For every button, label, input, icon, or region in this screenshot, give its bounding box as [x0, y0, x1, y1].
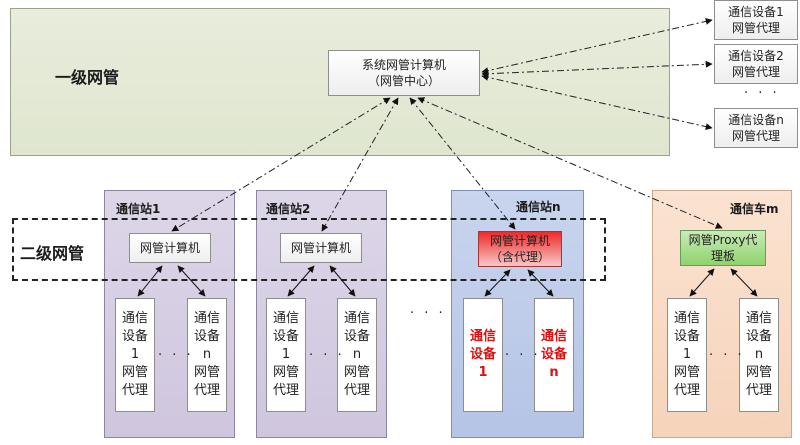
station-1-computer[interactable]: 网管计算机	[129, 233, 211, 263]
link-vm-devn	[730, 268, 758, 297]
vehicle-ellipsis: · · ·	[709, 348, 745, 363]
station-n-device-1[interactable]: 通信 设备 1	[463, 298, 503, 412]
vehicle-proxy-board[interactable]: 网管Proxy代 理板	[680, 230, 766, 266]
external-device-n-line1: 通信设备n	[728, 113, 784, 127]
external-devices-ellipsis: · · ·	[744, 86, 780, 101]
external-device-2-line2: 网管代理	[731, 65, 780, 79]
station-2-device-1[interactable]: 通信 设备 1 网管 代理	[266, 298, 306, 412]
station-2-device-n[interactable]: 通信 设备 n 网管 代理	[337, 298, 377, 412]
link-s1-devn	[177, 265, 206, 297]
external-device-1[interactable]: 通信设备1 网管代理	[714, 0, 798, 40]
link-center-external-1	[481, 17, 713, 75]
external-device-n[interactable]: 通信设备n 网管代理	[714, 108, 798, 148]
level1-label: 一级网管	[55, 68, 120, 87]
station-2-computer[interactable]: 网管计算机	[280, 233, 362, 263]
vehicle-proxy-line2: 理板	[710, 249, 735, 263]
link-center-station-2	[321, 97, 399, 232]
vehicle-proxy-line1: 网管Proxy代	[688, 233, 758, 247]
station-n-computer-line1: 网管计算机	[489, 234, 550, 248]
station-n-device-n[interactable]: 通信 设备 n	[534, 298, 574, 412]
link-s2-dev1	[287, 265, 315, 297]
link-s2-devn	[329, 265, 356, 297]
link-center-station-1	[171, 97, 391, 232]
station-n-computer-line2: （含代理）	[489, 250, 550, 264]
vehicle-m-title: 通信车m	[730, 202, 779, 216]
link-vm-dev1	[689, 268, 715, 297]
vehicle-device-n[interactable]: 通信 设备 n 网管 代理	[739, 298, 779, 412]
link-center-external-n	[481, 73, 713, 131]
system-nms-computer-line2: （网管中心）	[367, 74, 440, 88]
external-device-1-line1: 通信设备1	[728, 5, 784, 19]
station-n-computer[interactable]: 网管计算机 （含代理）	[478, 231, 562, 267]
external-device-1-line2: 网管代理	[731, 21, 780, 35]
external-device-2[interactable]: 通信设备2 网管代理	[714, 44, 798, 84]
vehicle-device-1[interactable]: 通信 设备 1 网管 代理	[667, 298, 707, 412]
station-1-device-n[interactable]: 通信 设备 n 网管 代理	[187, 298, 227, 412]
level2-label: 二级网管	[20, 244, 85, 263]
system-nms-computer-line1: 系统网管计算机	[361, 58, 446, 72]
station-n-ellipsis: · · ·	[505, 348, 541, 363]
link-center-vehicle	[417, 97, 723, 229]
station-1-device-1[interactable]: 通信 设备 1 网管 代理	[115, 298, 155, 412]
link-center-external-2	[481, 60, 713, 78]
stations-ellipsis: · · ·	[410, 306, 446, 321]
link-center-station-n	[409, 97, 516, 230]
link-s1-dev1	[137, 265, 163, 297]
external-device-n-line2: 网管代理	[731, 129, 780, 143]
station-1-ellipsis: · · ·	[158, 348, 194, 363]
link-sn-dev1	[484, 269, 511, 297]
station-2-ellipsis: · · ·	[309, 348, 345, 363]
external-device-2-line1: 通信设备2	[728, 49, 784, 63]
link-sn-devn	[527, 269, 554, 297]
system-nms-computer[interactable]: 系统网管计算机 （网管中心）	[328, 50, 480, 96]
station-1-title: 通信站1	[116, 202, 161, 216]
